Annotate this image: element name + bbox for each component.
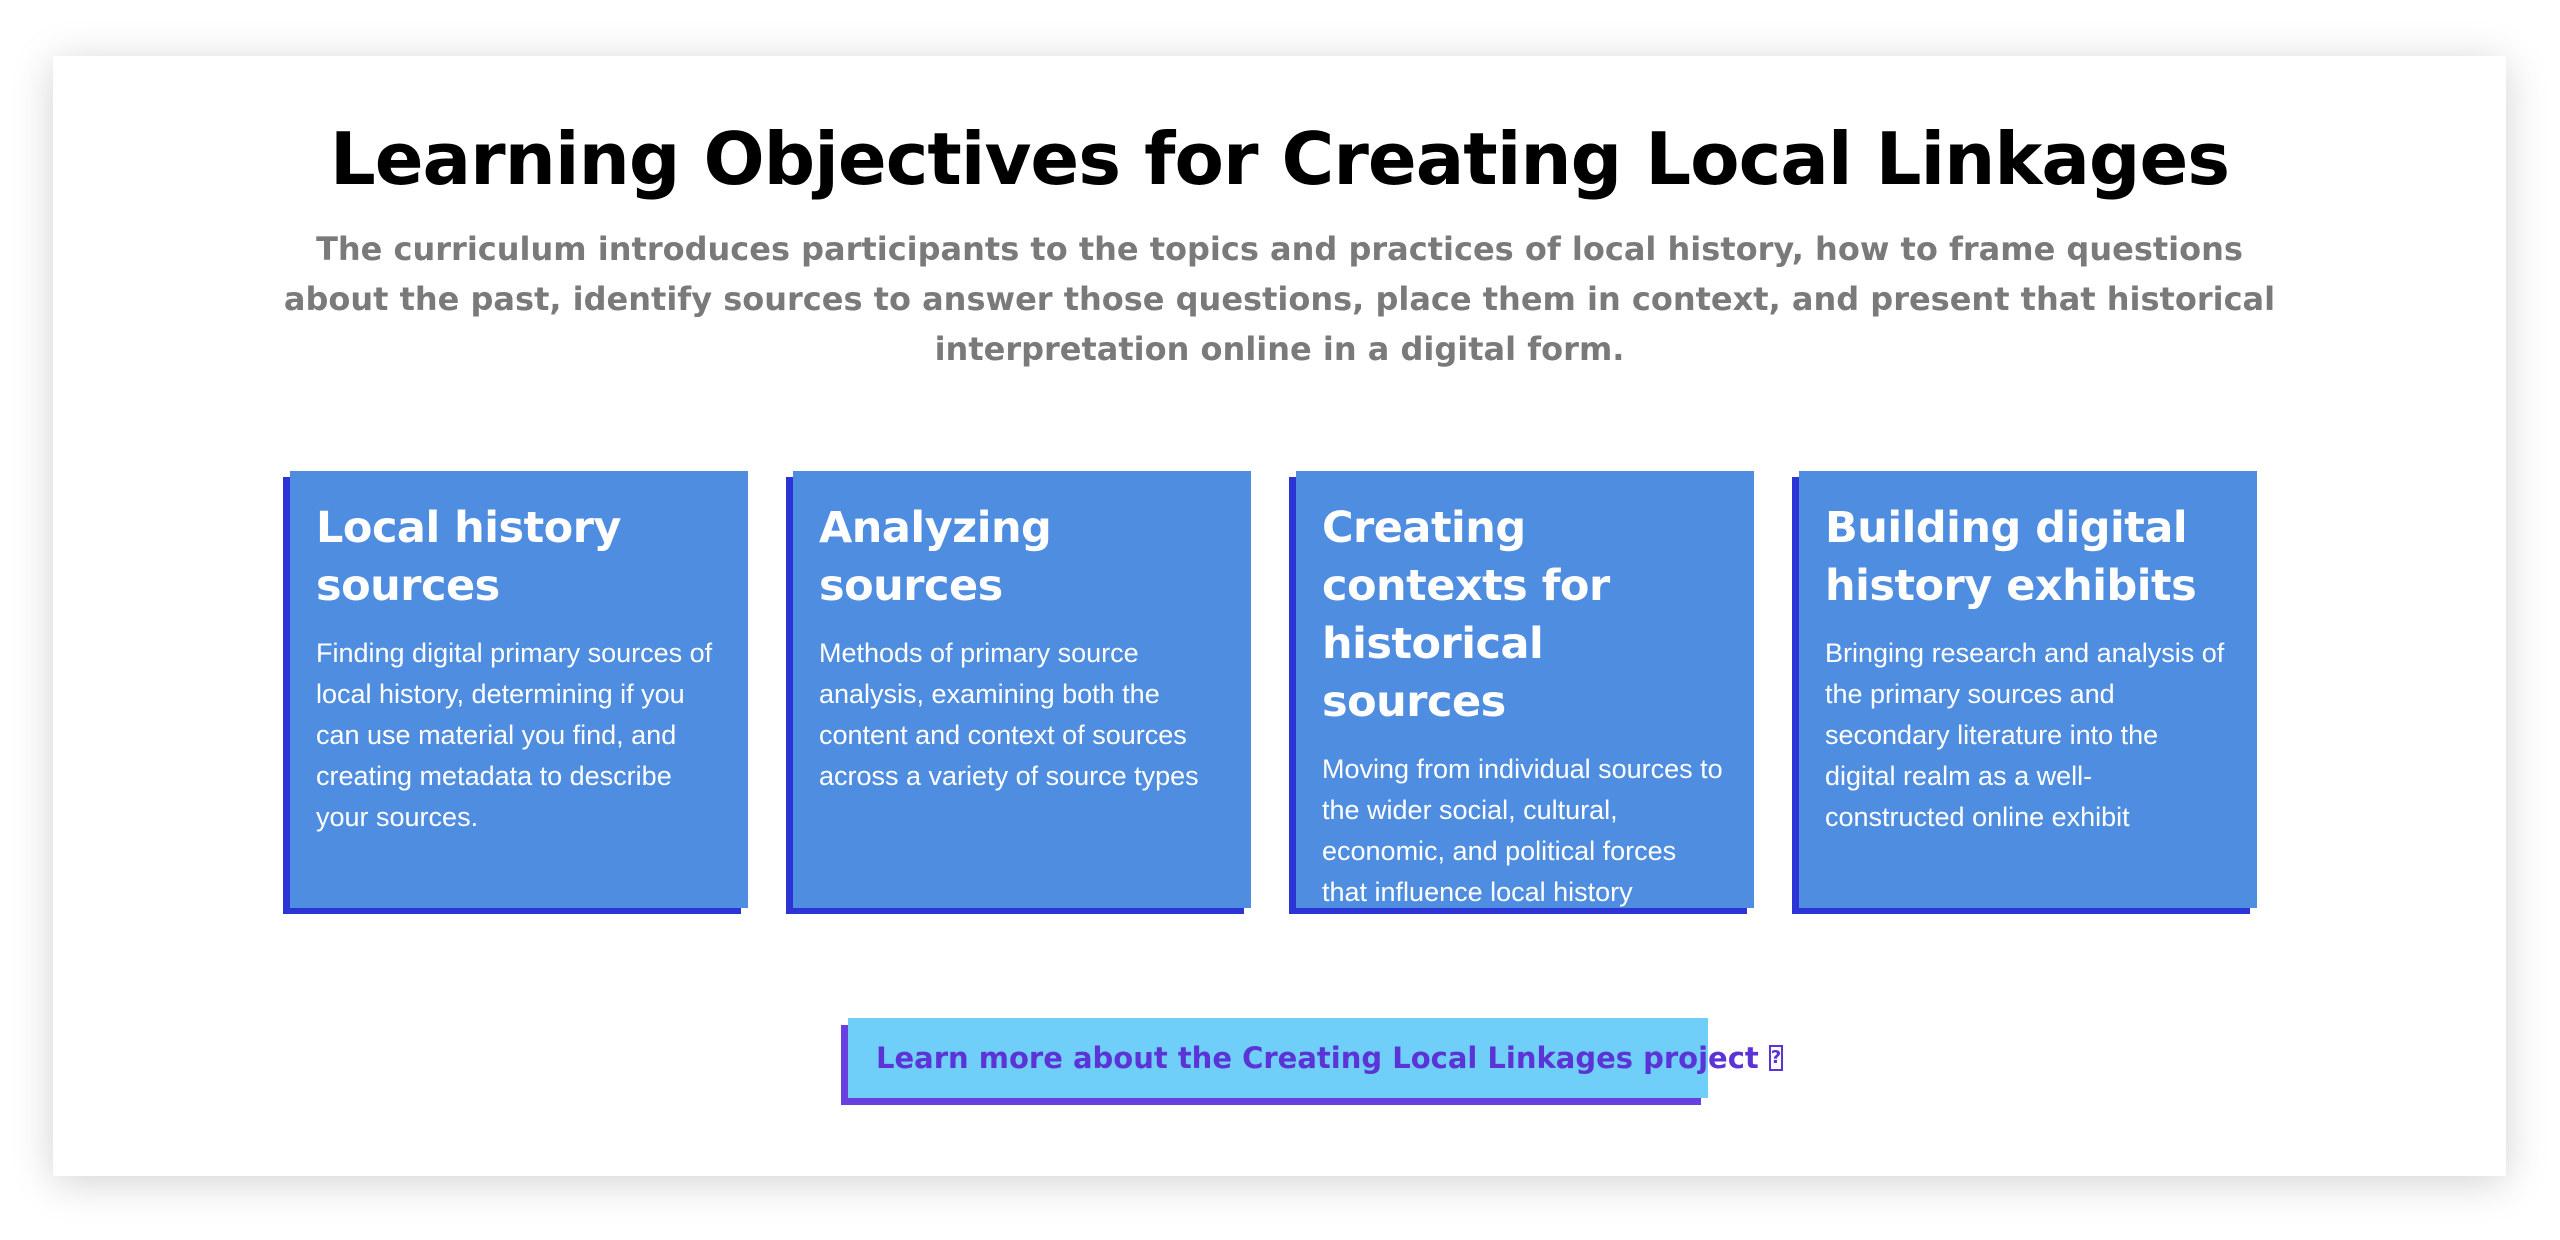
card-body: Methods of primary source analysis, exam… xyxy=(819,638,1199,791)
card-title: Creating contexts for historical sources xyxy=(1322,503,1610,727)
external-link-icon: ? xyxy=(1768,1045,1784,1071)
intro-paragraph: The curriculum introduces participants t… xyxy=(283,230,2276,368)
card-body: Finding digital primary sources of local… xyxy=(316,638,713,832)
card-title: Local history sources xyxy=(316,503,621,611)
card-body: Bringing research and analysis of the pr… xyxy=(1825,638,2225,832)
page-title: Learning Objectives for Creating Local L… xyxy=(329,117,2230,201)
objectives-cards: Local history sources Finding digital pr… xyxy=(290,471,2260,911)
card-local-history-sources: Local history sources Finding digital pr… xyxy=(290,471,748,908)
card-body: Moving from individual sources to the wi… xyxy=(1322,754,1723,907)
card-creating-contexts: Creating contexts for historical sources… xyxy=(1296,471,1754,908)
card-title: Building digital history exhibits xyxy=(1825,503,2197,611)
card-title: Analyzing sources xyxy=(819,503,1052,611)
learn-more-label: Learn more about the Creating Local Link… xyxy=(876,1041,1759,1075)
card-analyzing-sources: Analyzing sources Methods of primary sou… xyxy=(793,471,1251,908)
card-building-exhibits: Building digital history exhibits Bringi… xyxy=(1799,471,2257,908)
content-panel: Learning Objectives for Creating Local L… xyxy=(53,56,2506,1176)
learn-more-button[interactable]: Learn more about the Creating Local Link… xyxy=(848,1018,1784,1098)
